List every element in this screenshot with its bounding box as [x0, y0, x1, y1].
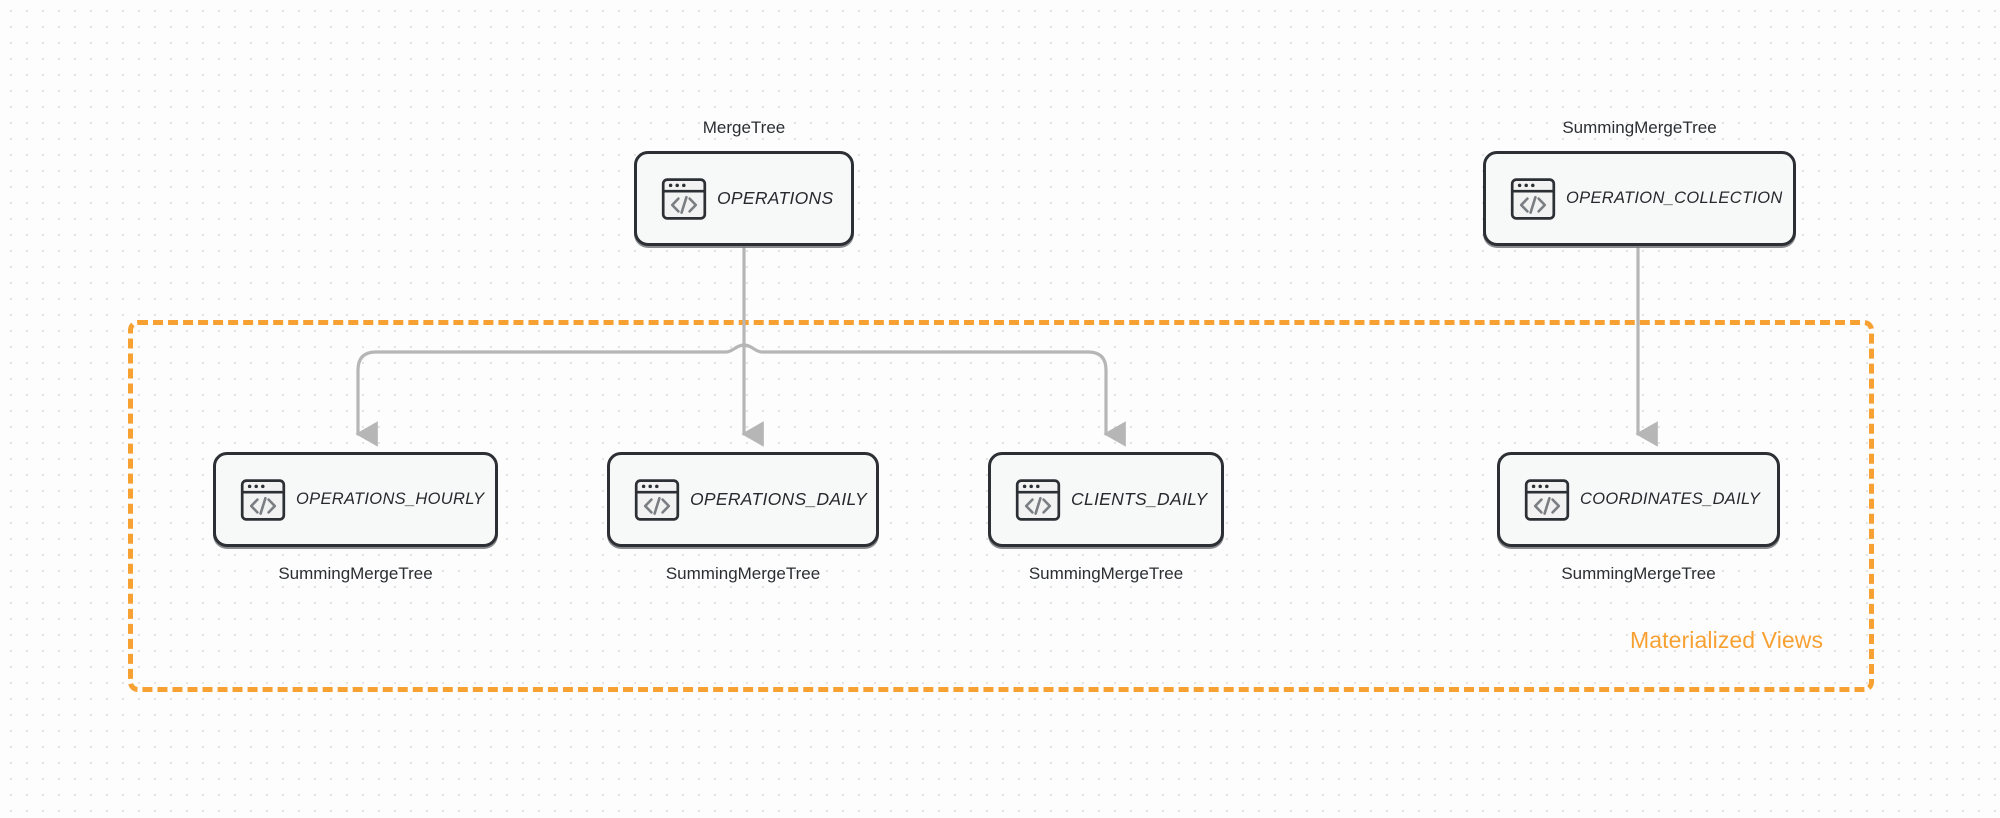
engine-caption-operations: MergeTree [702, 118, 786, 137]
engine-caption-clients_daily: SummingMergeTree [1028, 564, 1184, 583]
node-label-operations: OPERATIONS [717, 188, 834, 208]
node-label-clients_daily: CLIENTS_DAILY [1071, 489, 1208, 509]
code-window-icon [661, 177, 707, 220]
materialized-views-group-label: Materialized Views [1630, 627, 1824, 653]
engine-caption-operation_collection: SummingMergeTree [1562, 118, 1717, 137]
engine-caption-operations_daily: SummingMergeTree [665, 564, 821, 583]
node-operations_daily[interactable]: OPERATIONS_DAILY [607, 452, 879, 547]
node-operations_hourly[interactable]: OPERATIONS_HOURLY [213, 452, 498, 547]
node-label-operation_collection: OPERATION_COLLECTION [1566, 189, 1783, 207]
node-operation_collection[interactable]: OPERATION_COLLECTION [1483, 151, 1796, 246]
code-window-icon [1524, 478, 1570, 521]
engine-caption-operations_hourly: SummingMergeTree [278, 564, 433, 583]
node-label-operations_hourly: OPERATIONS_HOURLY [296, 490, 485, 508]
node-operations[interactable]: OPERATIONS [634, 151, 854, 246]
code-window-icon [1510, 177, 1556, 220]
node-label-coordinates_daily: COORDINATES_DAILY [1580, 490, 1761, 508]
materialized-views-group-box [128, 320, 1874, 692]
node-coordinates_daily[interactable]: COORDINATES_DAILY [1497, 452, 1780, 547]
node-clients_daily[interactable]: CLIENTS_DAILY [988, 452, 1224, 547]
node-label-operations_daily: OPERATIONS_DAILY [690, 489, 867, 509]
code-window-icon [634, 478, 680, 521]
engine-caption-coordinates_daily: SummingMergeTree [1561, 564, 1716, 583]
code-window-icon [240, 478, 286, 521]
code-window-icon [1015, 478, 1061, 521]
